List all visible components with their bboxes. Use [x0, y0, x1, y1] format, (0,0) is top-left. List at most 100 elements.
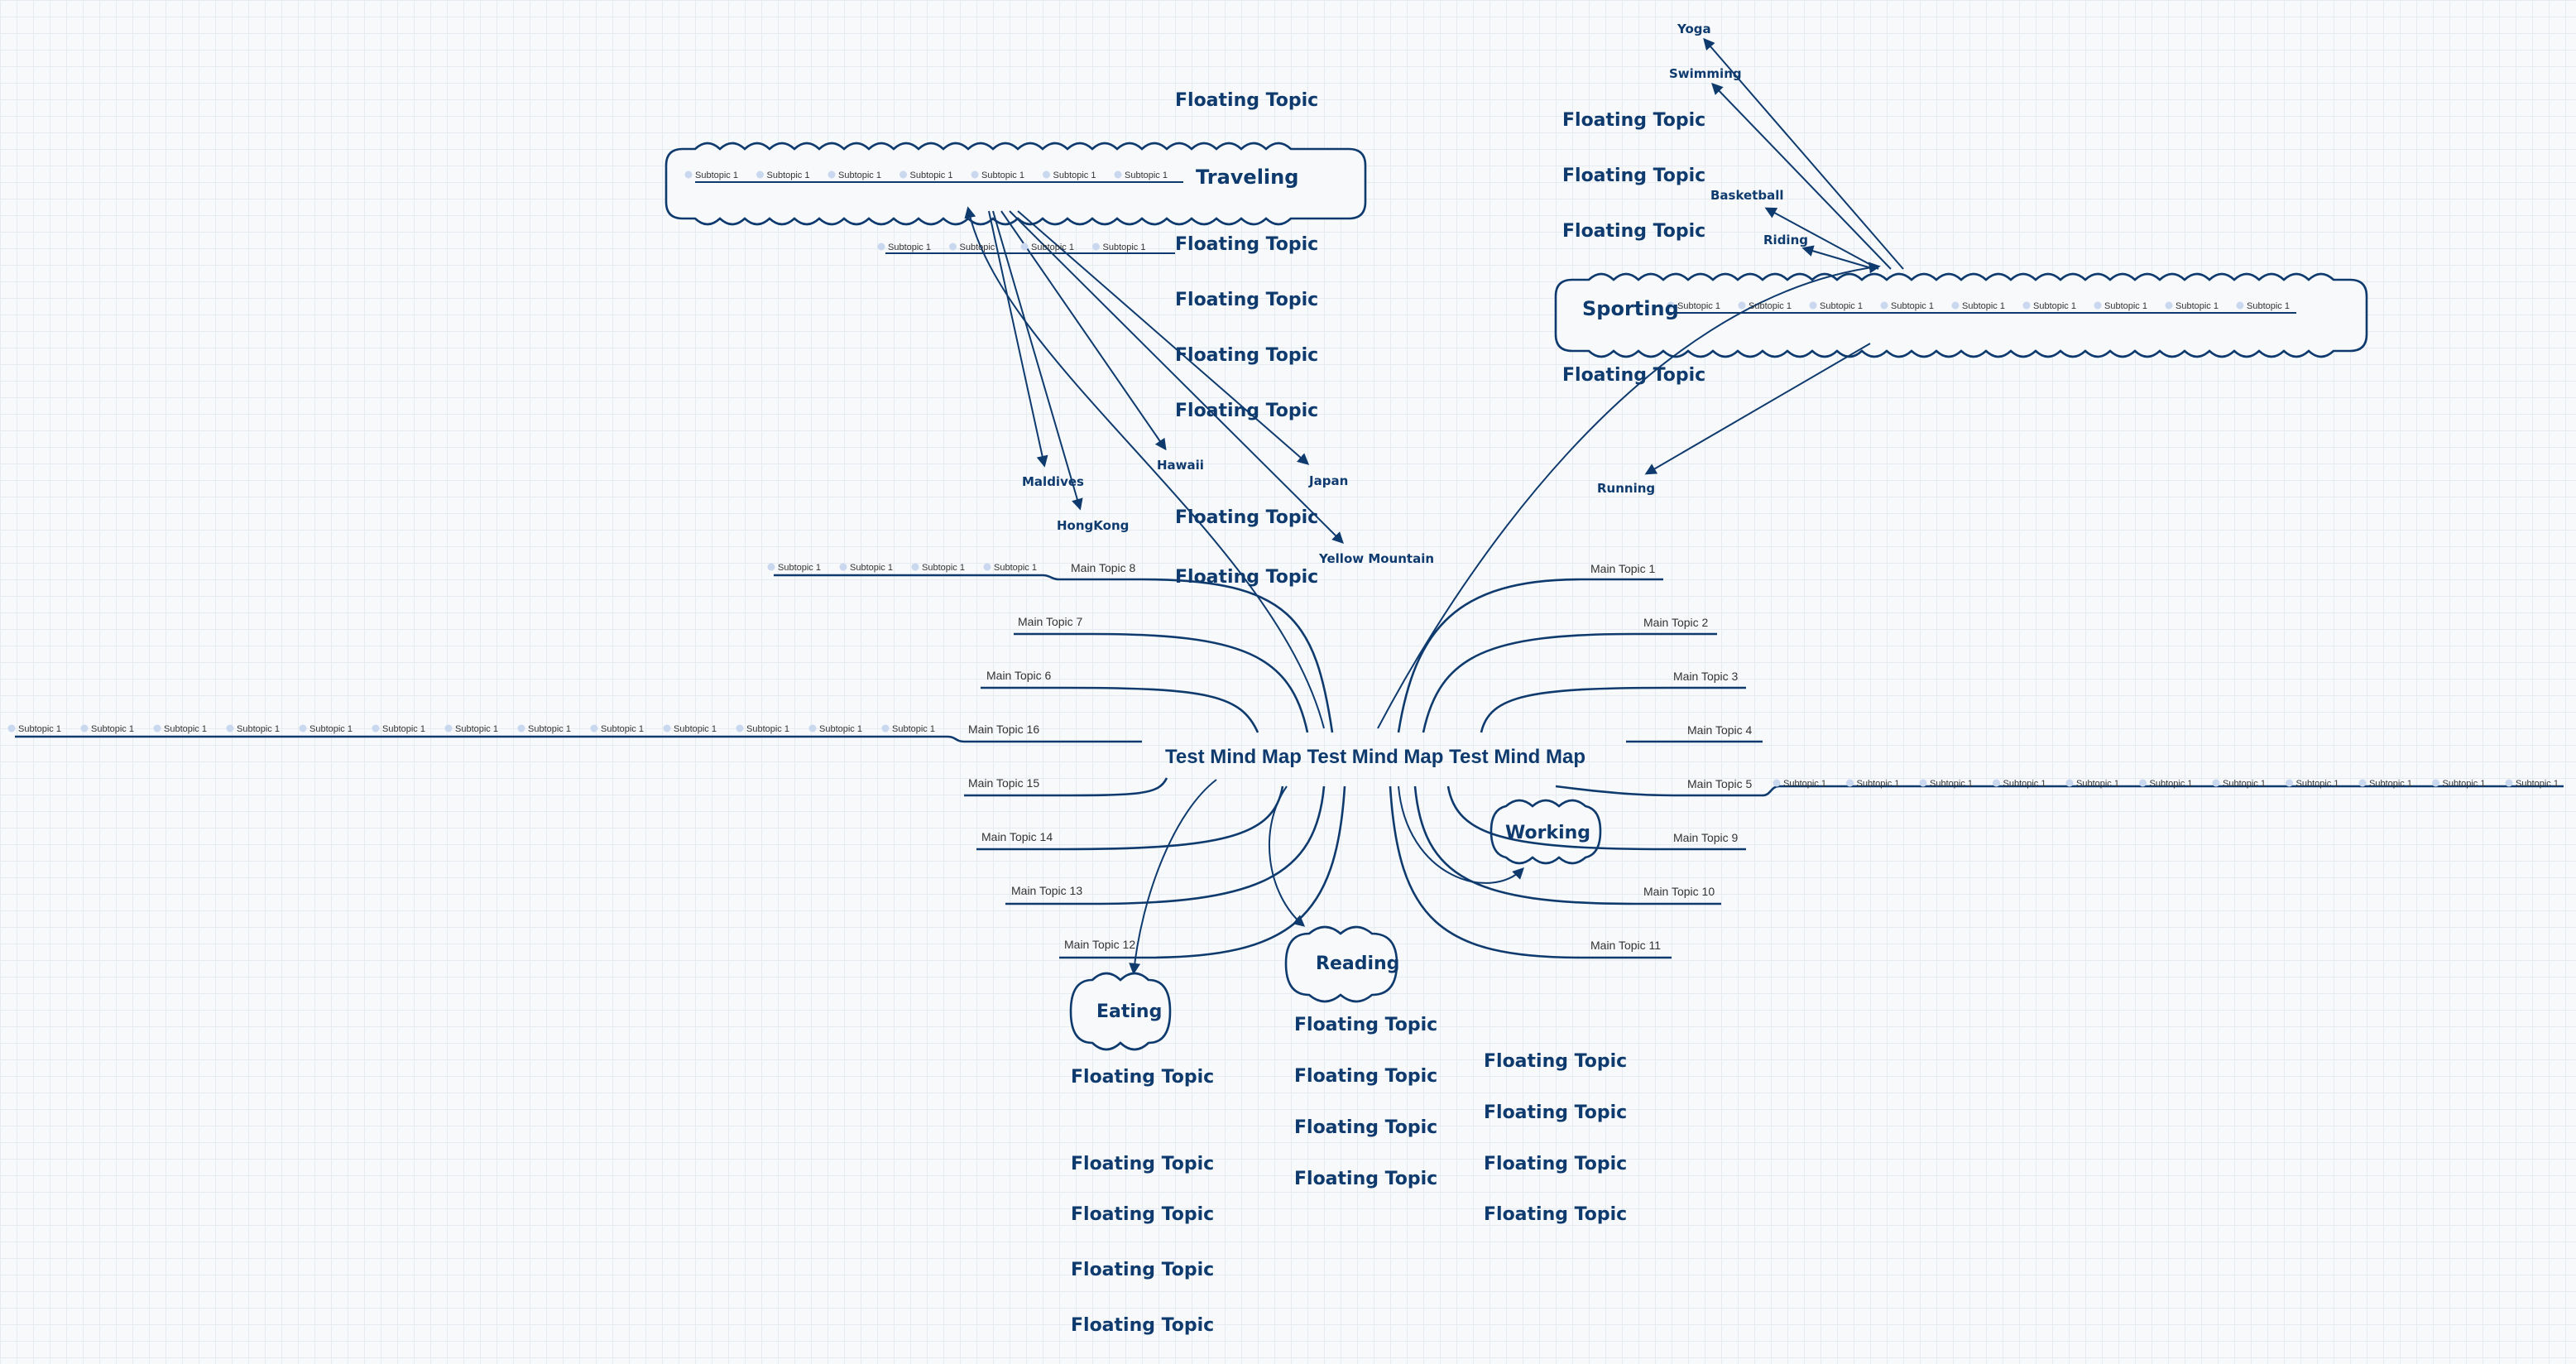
subtopic[interactable]: Subtopic 1 [1749, 301, 1792, 311]
subtopic[interactable]: Subtopic 1 [819, 724, 862, 734]
floating-topic[interactable]: Floating Topic [1484, 1204, 1627, 1225]
subtopic[interactable]: Subtopic 1 [2223, 779, 2266, 789]
label-yoga[interactable]: Yoga [1677, 22, 1711, 36]
cloud-label-traveling[interactable]: Traveling [1196, 166, 1298, 189]
main-topic-3[interactable]: Main Topic 3 [1673, 670, 1739, 683]
subtopic[interactable]: Subtopic 1 [309, 724, 353, 734]
subtopic[interactable]: Subtopic 1 [767, 170, 810, 180]
floating-topic[interactable]: Floating Topic [1562, 221, 1705, 242]
floating-topic[interactable]: Floating Topic [1175, 90, 1318, 111]
floating-topic[interactable]: Floating Topic [1071, 1204, 1214, 1225]
subtopic[interactable]: Subtopic 1 [528, 724, 571, 734]
subtopic[interactable]: Subtopic 1 [2369, 779, 2412, 789]
subtopic[interactable]: Subtopic 1 [2516, 779, 2559, 789]
subtopic[interactable]: Subtopic 1 [778, 563, 821, 573]
label-maldives[interactable]: Maldives [1022, 474, 1084, 489]
main-topic-11[interactable]: Main Topic 11 [1590, 939, 1661, 952]
label-hongkong[interactable]: HongKong [1057, 518, 1129, 533]
main-topic-14[interactable]: Main Topic 14 [981, 830, 1053, 843]
subtopic[interactable]: Subtopic 1 [1103, 243, 1146, 252]
cloud-reading[interactable] [1284, 925, 1398, 1003]
floating-topic[interactable]: Floating Topic [1294, 1015, 1437, 1035]
floating-topic[interactable]: Floating Topic [1294, 1066, 1437, 1087]
cloud-traveling[interactable] [664, 142, 1367, 226]
subtopic[interactable]: Subtopic 1 [2296, 779, 2339, 789]
subtopic[interactable]: Subtopic 1 [1677, 301, 1720, 311]
main-topic-6[interactable]: Main Topic 6 [986, 669, 1052, 682]
subtopic[interactable]: Subtopic 1 [1031, 243, 1074, 252]
floating-topic[interactable]: Floating Topic [1294, 1117, 1437, 1138]
subtopic[interactable]: Subtopic 1 [2247, 301, 2290, 311]
subtopic[interactable]: Subtopic 1 [2104, 301, 2147, 311]
subtopic[interactable]: Subtopic 1 [695, 170, 738, 180]
label-swimming[interactable]: Swimming [1669, 66, 1742, 81]
subtopic[interactable]: Subtopic 1 [1820, 301, 1863, 311]
subtopic[interactable]: Subtopic 1 [2033, 301, 2076, 311]
main-topic-15[interactable]: Main Topic 15 [968, 776, 1039, 790]
main-topic-12[interactable]: Main Topic 12 [1064, 938, 1135, 951]
floating-topic[interactable]: Floating Topic [1484, 1154, 1627, 1174]
main-topic-4[interactable]: Main Topic 4 [1687, 723, 1753, 737]
subtopic[interactable]: Subtopic 1 [746, 724, 789, 734]
cloud-label-working[interactable]: Working [1505, 823, 1590, 843]
main-topic-2[interactable]: Main Topic 2 [1643, 616, 1709, 629]
label-basketball[interactable]: Basketball [1710, 188, 1784, 203]
floating-topic[interactable]: Floating Topic [1175, 507, 1318, 528]
cloud-label-eating[interactable]: Eating [1096, 1001, 1162, 1022]
main-topic-8[interactable]: Main Topic 8 [1071, 561, 1136, 574]
floating-topic[interactable]: Floating Topic [1071, 1154, 1214, 1174]
main-topic-7[interactable]: Main Topic 7 [1018, 615, 1083, 628]
subtopic[interactable]: Subtopic 1 [994, 563, 1037, 573]
label-hawaii[interactable]: Hawaii [1157, 458, 1204, 473]
floating-topic[interactable]: Floating Topic [1175, 234, 1318, 255]
floating-topic[interactable]: Floating Topic [1175, 290, 1318, 310]
subtopic[interactable]: Subtopic 1 [674, 724, 717, 734]
subtopic[interactable]: Subtopic 1 [888, 243, 931, 252]
floating-topic[interactable]: Floating Topic [1294, 1169, 1437, 1189]
root-topic[interactable]: Test Mind Map Test Mind Map Test Mind Ma… [1165, 746, 1585, 768]
subtopic[interactable]: Subtopic 1 [1783, 779, 1826, 789]
main-topic-9[interactable]: Main Topic 9 [1673, 831, 1739, 844]
main-topic-16[interactable]: Main Topic 16 [968, 723, 1039, 736]
subtopic[interactable]: Subtopic 1 [838, 170, 881, 180]
subtopic[interactable]: Subtopic 1 [1053, 170, 1096, 180]
floating-topic[interactable]: Floating Topic [1484, 1102, 1627, 1123]
label-riding[interactable]: Riding [1763, 233, 1808, 247]
subtopic[interactable]: Subtopic 1 [18, 724, 61, 734]
subtopic[interactable]: Subtopic 1 [2076, 779, 2119, 789]
subtopic[interactable]: Subtopic 1 [2175, 301, 2219, 311]
subtopic[interactable]: Subtopic 1 [237, 724, 280, 734]
floating-topic[interactable]: Floating Topic [1071, 1315, 1214, 1336]
floating-topic[interactable]: Floating Topic [1562, 110, 1705, 131]
label-yellow-mountain[interactable]: Yellow Mountain [1318, 551, 1434, 566]
cloud-sporting[interactable] [1554, 272, 2368, 358]
main-topic-5[interactable]: Main Topic 5 [1687, 777, 1753, 790]
subtopic[interactable]: Subtopic 1 [601, 724, 644, 734]
floating-topic[interactable]: Floating Topic [1484, 1051, 1627, 1072]
subtopic[interactable]: Subtopic 1 [981, 170, 1024, 180]
subtopic[interactable]: Subtopic 1 [164, 724, 207, 734]
main-topic-13[interactable]: Main Topic 13 [1011, 884, 1082, 897]
floating-topic[interactable]: Floating Topic [1071, 1067, 1214, 1088]
subtopic[interactable]: Subtopic 1 [2150, 779, 2193, 789]
subtopic[interactable]: Subtopic 1 [922, 563, 965, 573]
main-topic-1[interactable]: Main Topic 1 [1590, 562, 1656, 575]
subtopic[interactable]: Subtopic [960, 243, 995, 252]
cloud-label-sporting[interactable]: Sporting [1582, 297, 1679, 320]
subtopic[interactable]: Subtopic 1 [910, 170, 953, 180]
floating-topic[interactable]: Floating Topic [1562, 365, 1705, 386]
subtopic[interactable]: Subtopic 1 [382, 724, 425, 734]
floating-topic[interactable]: Floating Topic [1175, 401, 1318, 421]
floating-topic[interactable]: Floating Topic [1175, 567, 1318, 588]
subtopic[interactable]: Subtopic 1 [1857, 779, 1900, 789]
subtopic[interactable]: Subtopic 1 [850, 563, 893, 573]
subtopic[interactable]: Subtopic 1 [455, 724, 498, 734]
subtopic[interactable]: Subtopic 1 [1891, 301, 1934, 311]
floating-topic[interactable]: Floating Topic [1175, 345, 1318, 366]
subtopic[interactable]: Subtopic 1 [91, 724, 134, 734]
subtopic[interactable]: Subtopic 1 [2443, 779, 2486, 789]
floating-topic[interactable]: Floating Topic [1562, 166, 1705, 186]
label-running[interactable]: Running [1597, 481, 1655, 496]
cloud-label-reading[interactable]: Reading [1316, 953, 1399, 974]
